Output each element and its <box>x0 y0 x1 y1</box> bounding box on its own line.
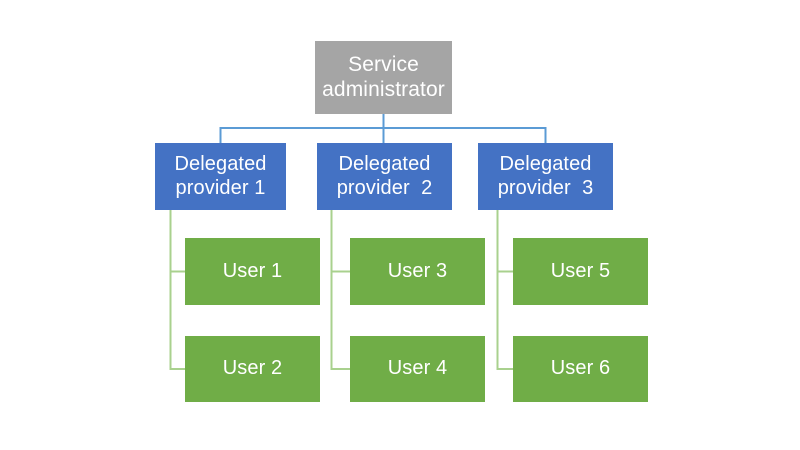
node-service-administrator[interactable]: Service administrator <box>315 41 452 114</box>
edge-admin-to-provider-3 <box>383 127 547 143</box>
edge-provider-2-to-user-3 <box>330 210 350 273</box>
node-user-5[interactable]: User 5 <box>513 238 648 305</box>
node-user-1[interactable]: User 1 <box>185 238 320 305</box>
edge-provider-2-to-user-4 <box>330 210 350 370</box>
node-user-6[interactable]: User 6 <box>513 336 648 402</box>
node-delegated-provider-1[interactable]: Delegated provider 1 <box>155 143 286 210</box>
node-user-2[interactable]: User 2 <box>185 336 320 402</box>
edge-provider-1-to-user-2 <box>169 210 185 370</box>
edge-provider-1-to-user-1 <box>169 210 185 273</box>
node-user-3[interactable]: User 3 <box>350 238 485 305</box>
node-delegated-provider-2[interactable]: Delegated provider 2 <box>317 143 452 210</box>
edge-admin-to-provider-1 <box>219 127 384 143</box>
node-delegated-provider-3[interactable]: Delegated provider 3 <box>478 143 613 210</box>
node-user-4[interactable]: User 4 <box>350 336 485 402</box>
edge-provider-3-to-user-5 <box>496 210 513 273</box>
edge-provider-3-to-user-6 <box>496 210 513 370</box>
